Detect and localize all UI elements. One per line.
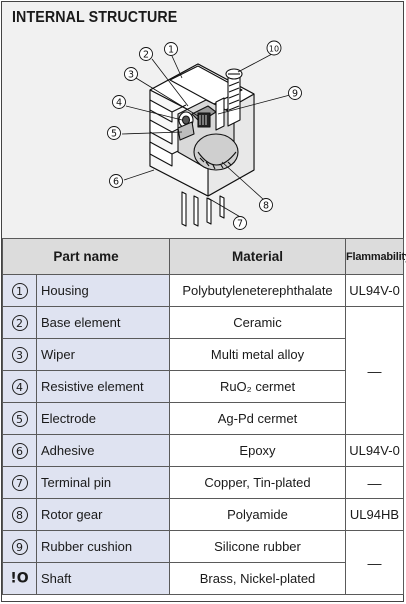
material-cell: Silicone rubber <box>169 530 346 563</box>
callout-9-label: 9 <box>292 89 298 100</box>
row-number-badge: 2 <box>11 314 28 331</box>
internal-structure-figure: INTERNAL STRUCTURE <box>2 2 403 238</box>
table-row: 8 Rotor gear Polyamide UL94HB <box>2 498 404 531</box>
callout-2-icon: 2 <box>139 47 153 61</box>
part-name-cell: Shaft <box>36 562 170 595</box>
material-cell: Ceramic <box>169 306 346 339</box>
callout-6-label: 6 <box>113 177 119 188</box>
flammability-cell: — <box>345 530 404 595</box>
row-number-badge: 3 <box>11 346 28 363</box>
callout-9-icon: 9 <box>288 86 302 100</box>
part-name-cell: Rotor gear <box>36 498 170 531</box>
material-cell: Ag-Pd cermet <box>169 402 346 435</box>
table-row: 2 Base element Ceramic — <box>2 306 404 435</box>
callout-markers: 1 2 3 4 5 6 7 8 9 10 <box>107 40 302 230</box>
material-cell: Copper, Tin-plated <box>169 466 346 499</box>
callout-6-icon: 6 <box>109 174 123 188</box>
row-number-badge: 9 <box>11 538 28 555</box>
table-row: 5 Electrode Ag-Pd cermet <box>2 402 404 435</box>
leader-lines <box>121 53 291 219</box>
terminal-pins <box>181 191 225 227</box>
table-row: 9 Rubber cushion Silicone rubber — <box>2 530 404 595</box>
material-cell: Epoxy <box>169 434 346 467</box>
callout-10-icon: 10 <box>266 40 282 56</box>
flammability-cell: UL94V-0 <box>345 274 404 307</box>
parts-table: Part name Material Flammability 1 Housin… <box>2 238 406 595</box>
part-name-cell: Wiper <box>36 338 170 371</box>
flammability-cell: — <box>345 466 404 499</box>
table-row: 3 Wiper Multi metal alloy <box>2 338 404 371</box>
row-number-badge: 1 <box>11 282 28 299</box>
exploded-drawing: 1 2 3 4 5 6 7 8 9 10 <box>107 40 302 230</box>
flammability-cell: UL94HB <box>345 498 404 531</box>
callout-3-icon: 3 <box>124 67 138 81</box>
part-name-cell: Base element <box>36 306 170 339</box>
table-row: 4 Resistive element RuO₂ cermet <box>2 370 404 403</box>
row-number-badge: !O <box>10 570 29 587</box>
part-name-cell: Housing <box>36 274 170 307</box>
callout-8-icon: 8 <box>259 198 273 212</box>
callout-1-label: 1 <box>168 45 174 56</box>
material-cell: Brass, Nickel-plated <box>169 562 346 595</box>
callout-10-label: 10 <box>269 44 279 53</box>
callout-7-label: 7 <box>237 219 243 230</box>
row-number-badge: 4 <box>11 378 28 395</box>
callout-1-icon: 1 <box>164 42 178 56</box>
part-name-cell: Resistive element <box>36 370 170 403</box>
table-row: !O Shaft Brass, Nickel-plated <box>2 562 404 595</box>
callout-5-icon: 5 <box>107 126 121 140</box>
header-part-name: Part name <box>2 238 170 275</box>
table-header-row: Part name Material Flammability <box>2 238 406 275</box>
callout-4-label: 4 <box>116 98 122 109</box>
material-cell: Multi metal alloy <box>169 338 346 371</box>
callout-7-icon: 7 <box>233 216 247 230</box>
row-number-badge: 7 <box>11 474 28 491</box>
figure-title: INTERNAL STRUCTURE <box>12 9 178 26</box>
callout-2-label: 2 <box>143 50 149 61</box>
part-name-cell: Adhesive <box>36 434 170 467</box>
trimmer-housing-drawing <box>149 63 255 227</box>
table-row: 7 Terminal pin Copper, Tin-plated — <box>2 466 404 499</box>
table-row: 1 Housing Polybutyleneterephthalate UL94… <box>2 274 404 307</box>
material-cell: RuO₂ cermet <box>169 370 346 403</box>
callout-8-label: 8 <box>263 201 269 212</box>
callout-5-label: 5 <box>111 129 117 140</box>
header-material: Material <box>169 238 346 275</box>
part-name-cell: Terminal pin <box>36 466 170 499</box>
row-number-badge: 5 <box>11 410 28 427</box>
flammability-cell: — <box>345 306 404 435</box>
material-cell: Polyamide <box>169 498 346 531</box>
callout-4-icon: 4 <box>112 95 126 109</box>
callout-3-label: 3 <box>128 70 134 81</box>
header-flammability: Flammability <box>345 238 406 275</box>
row-number-badge: 6 <box>11 442 28 459</box>
part-name-cell: Electrode <box>36 402 170 435</box>
row-number-badge: 8 <box>11 506 28 523</box>
part-name-cell: Rubber cushion <box>36 530 170 563</box>
flammability-cell: UL94V-0 <box>345 434 404 467</box>
material-cell: Polybutyleneterephthalate <box>169 274 346 307</box>
table-row: 6 Adhesive Epoxy UL94V-0 <box>2 434 404 467</box>
